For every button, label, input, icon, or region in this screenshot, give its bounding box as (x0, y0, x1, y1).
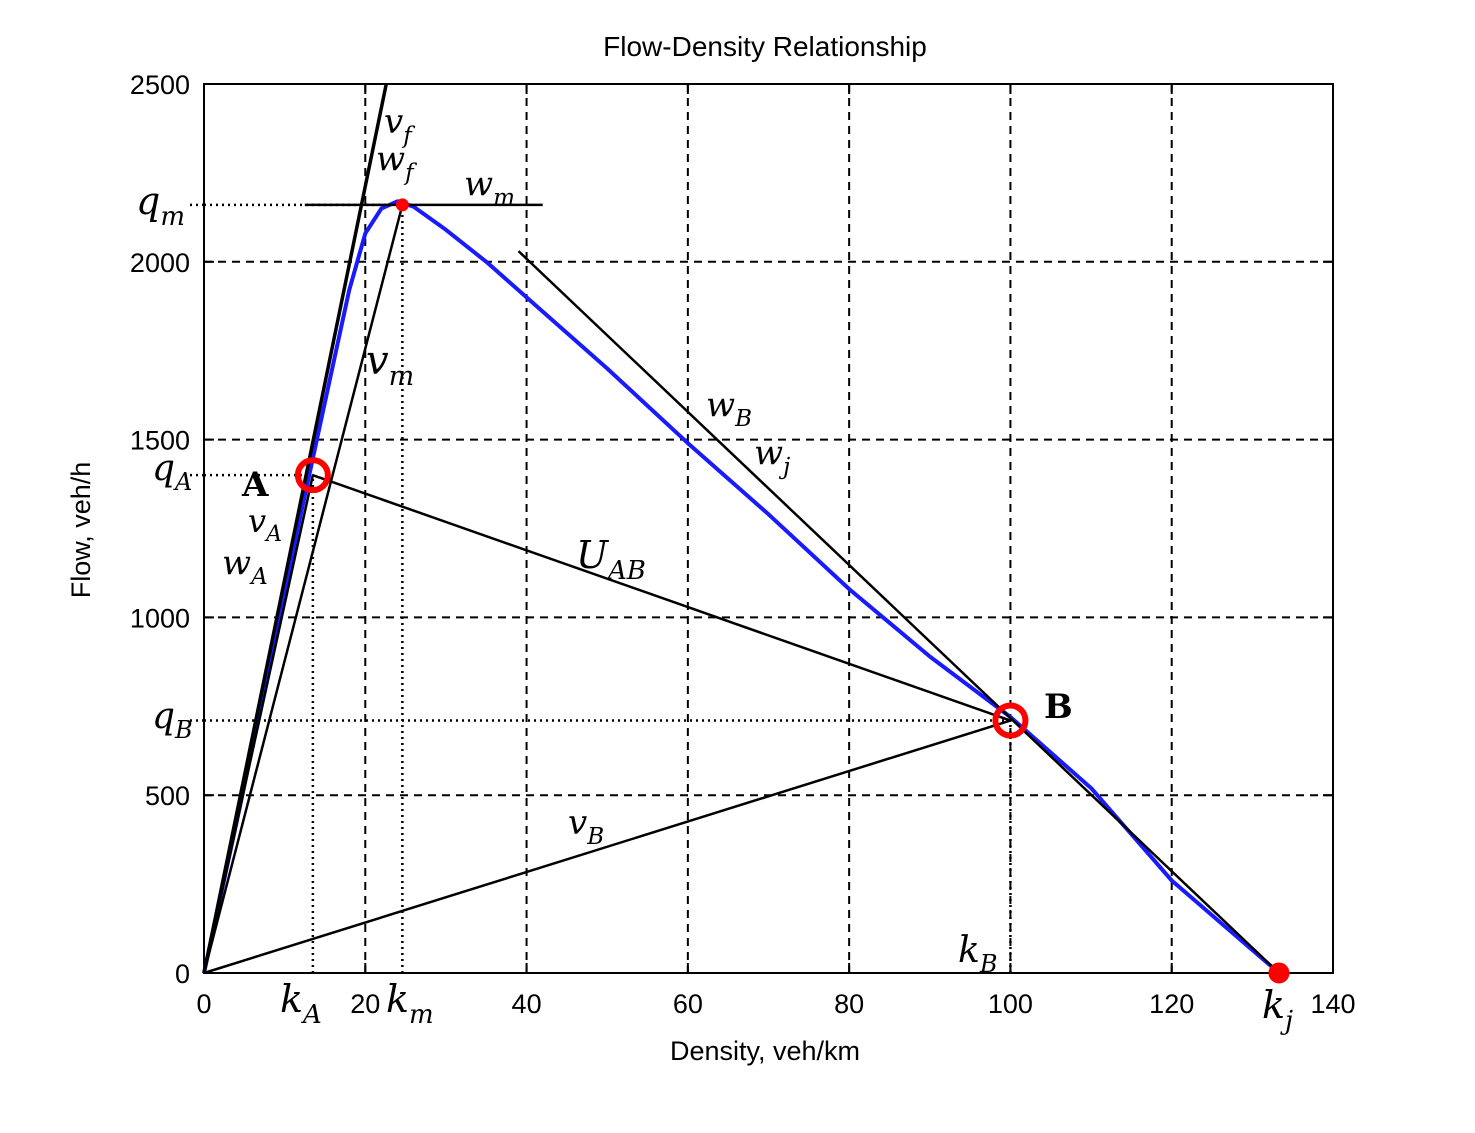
annotation-line-vA (202, 474, 315, 974)
point-marker-max (395, 198, 409, 212)
label-km: km (386, 977, 434, 1030)
y-axis-title: Flow, veh/h (66, 462, 96, 599)
label-wm: wm (464, 164, 515, 211)
annotation-line-wB-wj (517, 250, 1280, 974)
y-tick-label: 0 (175, 959, 190, 989)
point-marker-jam (1268, 962, 1290, 984)
label-qA: qA (152, 448, 192, 496)
label-wA: wA (222, 543, 268, 590)
y-tick-label: 2000 (130, 248, 190, 278)
x-tick-label: 120 (1149, 989, 1194, 1019)
x-axis-title: Density, veh/km (670, 1036, 860, 1066)
x-tick-label: 60 (673, 989, 703, 1019)
label-qB: qB (152, 696, 193, 744)
plot-frame (203, 83, 1334, 974)
guide-lines (190, 203, 1012, 973)
label-wj: wj (754, 433, 790, 480)
annotation-line-UAB (312, 473, 1011, 722)
point-marker-B (992, 702, 1029, 739)
label-kj: kj (1262, 983, 1293, 1036)
point-marker-A (294, 457, 331, 494)
series-line-0 (202, 199, 1281, 975)
x-tick-label: 140 (1310, 989, 1355, 1019)
label-wB: wB (706, 385, 752, 432)
annotation-line-vm (202, 204, 404, 974)
point-label-B: B (1044, 687, 1073, 727)
label-UAB: UAB (576, 533, 646, 586)
y-tick-label: 1000 (130, 603, 190, 633)
series (202, 199, 1281, 975)
annotation-line-vB (203, 719, 1011, 975)
label-vm: vm (366, 338, 414, 392)
x-tick-label: 80 (834, 989, 864, 1019)
y-tick-label: 500 (145, 781, 190, 811)
x-tick-label: 0 (196, 989, 211, 1019)
annotation-line-vf-wf (202, 83, 388, 974)
y-tick-label: 2500 (130, 70, 190, 100)
label-kB: kB (958, 930, 997, 978)
y-tick-label: 1500 (130, 426, 190, 456)
axes: 0 20 40 60 80 100 120 140 0 500 1000 1500 2000 2500 (130, 70, 1356, 1019)
label-vB: vB (568, 803, 604, 850)
x-tick-label: 20 (350, 989, 380, 1019)
annotation-lines (202, 83, 1280, 975)
x-tick-label: 100 (988, 989, 1033, 1019)
label-vA: vA (248, 502, 282, 547)
label-wf: wf (376, 139, 417, 186)
x-tick-label: 40 (512, 989, 542, 1019)
chart-title: Flow-Density Relationship (603, 31, 927, 62)
points (294, 198, 1290, 984)
label-kA: kA (280, 977, 322, 1030)
point-label-A: A (241, 465, 269, 505)
label-qm: qm (136, 179, 185, 232)
label-vf: vf (384, 102, 415, 149)
